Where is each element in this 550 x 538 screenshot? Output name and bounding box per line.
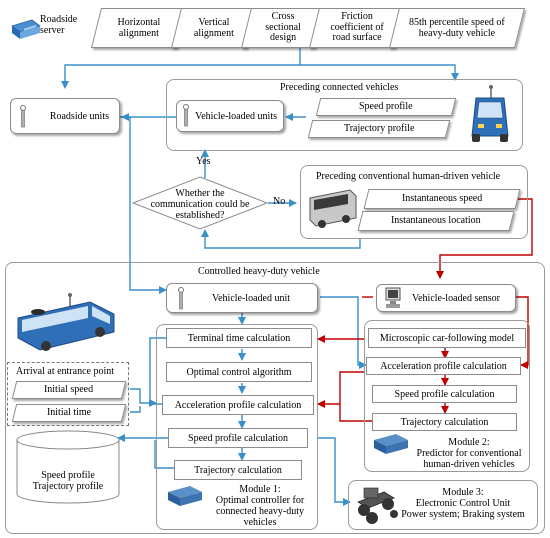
arrow-server-to-bus xyxy=(61,47,301,89)
initial-time-box: Initial time xyxy=(11,404,127,422)
m2-microscopic-box: Microscopic car-following model xyxy=(368,328,526,348)
instantaneous-speed-box: Instantaneous speed xyxy=(363,189,521,209)
roadside-server-icon xyxy=(10,18,42,40)
arrow-time-to-accel xyxy=(130,406,141,413)
connected-bus-icon xyxy=(458,84,518,144)
arrow-speed-to-accel xyxy=(130,388,157,407)
m1-caption: Module 1: Optimal controller for connect… xyxy=(215,484,305,528)
antenna-icon xyxy=(176,286,186,310)
preceding-connected-title: Preceding connected vehicles xyxy=(280,82,399,93)
trajectory-profile-box: Trajectory profile xyxy=(307,120,451,138)
decision-no-label: No xyxy=(273,196,286,207)
storage-cylinder xyxy=(16,430,120,504)
m2-speed-profile-box: Speed profile calculation xyxy=(372,385,517,403)
sensor-computer-icon xyxy=(384,286,404,310)
module3-frame xyxy=(348,480,538,530)
m2-trajectory-box: Trajectory calculation xyxy=(372,413,517,431)
roadside-server-label: Roadside server xyxy=(40,14,78,36)
module2-frame xyxy=(364,320,530,472)
preceding-conventional-frame xyxy=(300,165,528,239)
m2-caption: Module 2: Predictor for conventional hum… xyxy=(416,437,522,470)
m1-optimal-control-box: Optimal control algorithm xyxy=(166,362,312,382)
arrow-m1-to-ecu xyxy=(318,437,351,506)
roadside-units-box: Roadside units xyxy=(10,98,120,134)
m1-ecu-chip-icon xyxy=(166,484,204,508)
arrow-bus-to-preceding xyxy=(300,64,459,81)
antenna-icon xyxy=(181,103,191,127)
arrow-traj-to-storage xyxy=(154,440,174,469)
m2-acceleration-box: Acceleration profile calculation xyxy=(366,357,521,375)
m1-acceleration-box: Acceleration profile calculation xyxy=(162,395,314,415)
decision-diamond xyxy=(132,176,268,230)
vehicle-loaded-units-box: Vehicle-loaded units xyxy=(176,100,284,132)
decision-yes-label: Yes xyxy=(196,156,211,167)
m1-trajectory-box: Trajectory calculation xyxy=(174,460,302,480)
arrow-sensor-to-m2-accel xyxy=(515,296,529,369)
conventional-bus-icon xyxy=(306,186,358,230)
m3-caption: Module 3: Electronic Control Unit Power … xyxy=(401,487,525,520)
controlled-bus-icon xyxy=(10,292,122,354)
preceding-conventional-title: Preceding conventional human-driven vehi… xyxy=(316,171,501,182)
arrow-conventional-to-decision xyxy=(201,229,361,249)
speed-profile-box: Speed profile xyxy=(315,98,457,116)
instantaneous-location-box: Instantaneous location xyxy=(357,211,515,231)
antenna-icon xyxy=(18,104,28,128)
controlled-vehicle-frame xyxy=(5,262,545,534)
arrow-m2-traj-to-m1 xyxy=(339,404,372,422)
m1-terminal-time-box: Terminal time calculation xyxy=(166,328,312,348)
module1-frame xyxy=(156,324,318,530)
controlled-vehicle-title: Controlled heavy-duty vehicle xyxy=(198,266,320,277)
preceding-connected-frame xyxy=(166,79,523,151)
m1-speed-profile-box: Speed profile calculation xyxy=(168,428,308,448)
attribute-85th-speed: 85th percentile speed of heavy-duty vehi… xyxy=(389,8,525,48)
chassis-icon xyxy=(354,484,398,526)
arrow-m2-accel-to-m1-accel xyxy=(317,371,364,408)
entrance-title: Arrival at entrance point xyxy=(16,366,115,377)
arrow-unit-to-m2 xyxy=(320,296,367,369)
vehicle-loaded-unit-box: Vehicle-loaded unit xyxy=(166,283,318,313)
storage-text: Speed profile Trajectory profile xyxy=(32,470,104,492)
m2-chip-icon xyxy=(372,432,410,458)
initial-speed-box: Initial speed xyxy=(11,381,127,399)
decision-question: Whether the communication could be estab… xyxy=(150,188,250,221)
entrance-frame xyxy=(7,362,129,426)
